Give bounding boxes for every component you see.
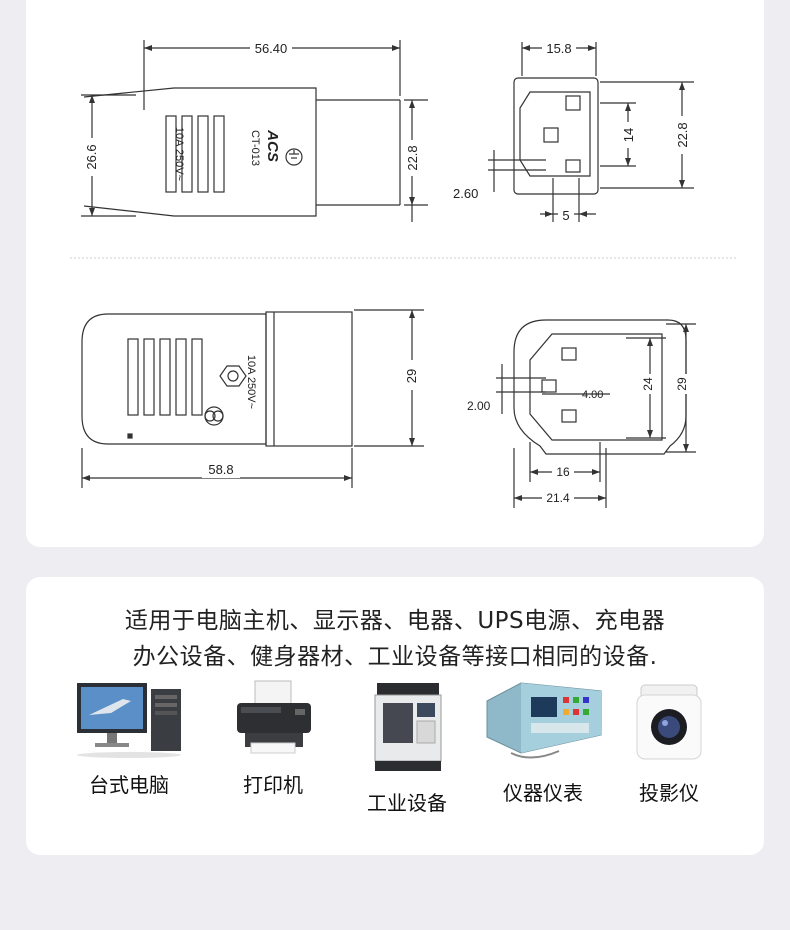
app-item-industrial: 工业设备 bbox=[342, 677, 472, 816]
connector-drawings: 56.40 26.6 22.8 10A 250V~ CT-013 ACS 15.… bbox=[70, 40, 736, 508]
technical-drawing-card: 56.40 26.6 22.8 10A 250V~ CT-013 ACS 15.… bbox=[26, 0, 764, 547]
app-item-instrument: 仪器仪表 bbox=[478, 677, 608, 806]
app-label-desktop: 台式电脑 bbox=[89, 773, 169, 797]
dim-face-height: 22.8 bbox=[675, 122, 690, 147]
dim-width-top: 56.40 bbox=[255, 41, 288, 56]
printer-icon bbox=[237, 680, 311, 754]
dim-outer-height: 29 bbox=[675, 377, 689, 391]
projector-icon bbox=[636, 684, 702, 760]
dim-height-side: 26.6 bbox=[84, 144, 99, 169]
brand-logo-label: ACS bbox=[264, 129, 281, 162]
dim-height-body: 22.8 bbox=[405, 145, 420, 170]
bottom-rating-label: 10A 250V~ bbox=[245, 355, 257, 409]
dim-inner-width: 16 bbox=[556, 465, 570, 479]
dimension-arrows bbox=[82, 45, 689, 501]
dim-outer-width: 21.4 bbox=[546, 491, 570, 505]
dim-bottom-height: 29 bbox=[404, 369, 419, 383]
caption-line-2: 办公设备、健身器材、工业设备等接口相同的设备. bbox=[132, 644, 658, 670]
dim-pin-spacing: 14 bbox=[621, 128, 636, 142]
industrial-machine-icon bbox=[374, 683, 442, 771]
dim-pin-thickness-bottom: 2.00 bbox=[467, 399, 491, 413]
applications-card: 适用于电脑主机、显示器、电器、UPS电源、充电器 办公设备、健身器材、工业设备等… bbox=[26, 577, 764, 855]
app-item-projector: 投影仪 bbox=[604, 677, 734, 806]
dim-inner-height: 24 bbox=[641, 377, 655, 391]
dim-pin-width: 4.00 bbox=[582, 389, 603, 401]
dim-bottom-length: 58.8 bbox=[208, 462, 233, 477]
app-item-printer: 打印机 bbox=[208, 677, 338, 798]
top-rating-label: 10A 250V~ bbox=[173, 127, 185, 181]
app-label-instrument: 仪器仪表 bbox=[503, 781, 583, 805]
top-face-view bbox=[488, 42, 694, 222]
desktop-computer-icon bbox=[77, 683, 181, 758]
app-label-projector: 投影仪 bbox=[639, 781, 699, 805]
application-list: 台式电脑 打印机 工业设备 bbox=[26, 677, 764, 847]
top-model-label: CT-013 bbox=[249, 130, 261, 166]
app-label-printer: 打印机 bbox=[243, 773, 303, 797]
dim-face-width: 15.8 bbox=[546, 41, 571, 56]
caption-line-1: 适用于电脑主机、显示器、电器、UPS电源、充电器 bbox=[124, 608, 666, 634]
dim-pin-gap: 5 bbox=[562, 208, 569, 223]
test-instrument-icon bbox=[486, 682, 602, 759]
dim-pin-thickness-top: 2.60 bbox=[453, 186, 478, 201]
app-item-desktop: 台式电脑 bbox=[64, 677, 194, 798]
app-label-industrial: 工业设备 bbox=[367, 791, 447, 815]
bottom-face-view bbox=[496, 319, 696, 508]
